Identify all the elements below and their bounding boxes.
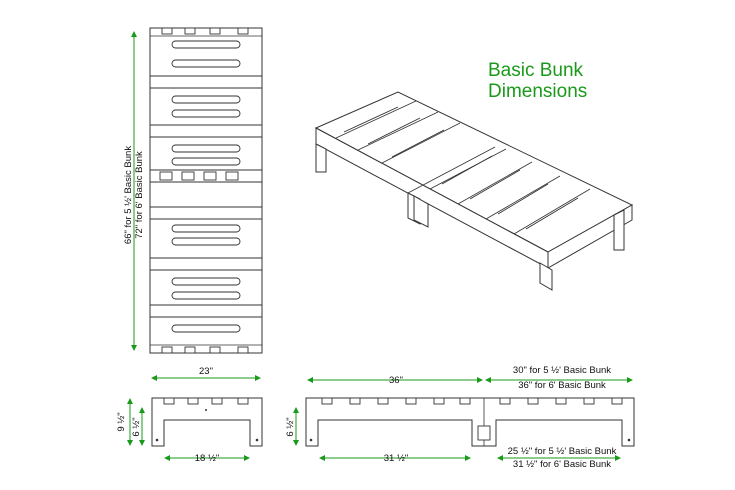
- end-view-height-inner-label: 6 ½": [131, 417, 142, 436]
- top-view-width-label: 23": [199, 366, 213, 377]
- isometric-bunk-drawing: [314, 91, 634, 291]
- side-view-center-bracket: [477, 425, 491, 441]
- side-view-outline: [305, 397, 635, 447]
- top-view-end-rails: [150, 35, 262, 346]
- end-view-drawing: [151, 397, 263, 447]
- side-view-inner-length-label: 31 ½": [384, 453, 409, 464]
- end-view-notches: [163, 397, 249, 405]
- title-line-1: Basic Bunk: [488, 60, 584, 81]
- top-view-bottom-notches: [161, 346, 249, 354]
- end-view-height-outer-label: 9 ½": [116, 412, 127, 431]
- iso-right-end: [547, 204, 633, 269]
- title-line-2: Dimensions: [488, 81, 588, 102]
- end-view-outline: [151, 397, 263, 447]
- iso-slats: [335, 100, 591, 235]
- iso-leg-front-left: [315, 143, 327, 173]
- iso-leg-back-right: [613, 209, 625, 251]
- end-view-inner-width-label: 18 ½": [195, 453, 220, 464]
- top-view-top-notches: [161, 27, 249, 35]
- iso-leg-front-mid-b: [413, 195, 429, 228]
- side-view-extension-label-2: 36" for 6' Basic Bunk: [518, 380, 606, 391]
- top-view-drawing: [149, 27, 263, 354]
- iso-center-seam: [407, 146, 496, 194]
- side-view-extension-label-1: 30" for 5 ½' Basic Bunk: [513, 365, 611, 376]
- side-view-extension-inner-label-2: 31 ½" for 6' Basic Bunk: [513, 459, 611, 470]
- iso-hand-slots: [343, 106, 579, 230]
- side-view-drawing: [305, 397, 635, 447]
- side-view-extension-inner-label-1: 25 ½" for 5 ½' Basic Bunk: [508, 446, 617, 457]
- top-view-center-joint: [159, 171, 239, 181]
- diagram-title: Basic Bunk Dimensions: [488, 60, 587, 102]
- side-view-section-length-label: 36": [389, 375, 403, 386]
- top-view-length-label-1: 66" for 5 ½' Basic Bunk: [123, 146, 134, 244]
- top-view-hand-slots: [171, 40, 241, 333]
- side-view-height-label: 6 ½": [285, 417, 296, 436]
- top-view-length-label-2: 72" for 6' Basic Bunk: [134, 151, 145, 239]
- iso-leg-front-right: [539, 262, 553, 291]
- side-view-notches: [321, 397, 623, 405]
